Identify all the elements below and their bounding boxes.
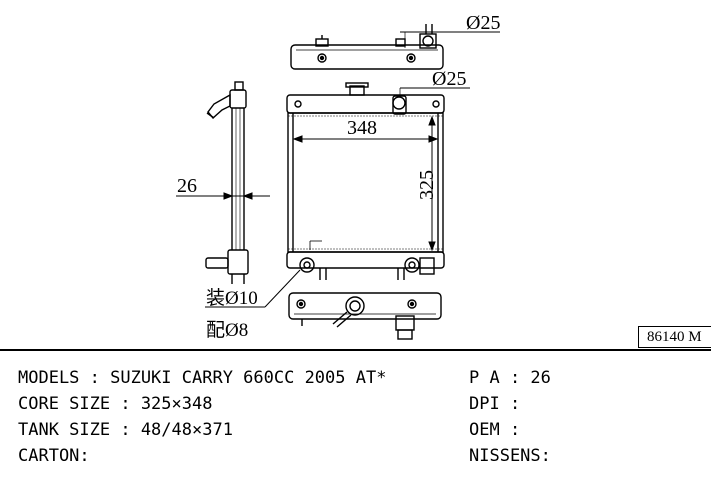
dimension-core-width	[292, 135, 439, 143]
top-tank-view	[290, 24, 444, 70]
side-view	[205, 81, 249, 284]
dimension-mid-inlet	[399, 87, 470, 96]
specification-table: MODELS : SUZUKI CARRY 660CC 2005 AT* COR…	[0, 348, 711, 480]
label-inlet-dia-mid: Ø25	[432, 68, 466, 90]
label-fitting-install: 装Ø10	[206, 287, 258, 309]
label-inlet-dia-top: Ø25	[466, 12, 500, 34]
spec-models: MODELS : SUZUKI CARRY 660CC 2005 AT*	[18, 368, 387, 388]
dimension-top-inlet	[400, 31, 500, 48]
fitting-leaders	[205, 269, 301, 308]
label-side-thickness: 26	[177, 175, 197, 197]
radiator-technical-drawing: Ø25 Ø25 348	[176, 12, 500, 341]
dimension-side-thickness	[176, 192, 270, 200]
spec-dpi: DPI :	[469, 394, 521, 414]
part-number-box: 86140 M	[638, 326, 711, 348]
dimension-core-height	[428, 115, 436, 252]
divider-line	[0, 349, 711, 351]
spec-nissens: NISSENS:	[469, 446, 551, 466]
spec-carton: CARTON:	[18, 446, 90, 466]
label-core-height: 325	[416, 170, 438, 200]
core-leader-marks	[309, 240, 322, 250]
part-number: 86140 M	[647, 329, 702, 345]
spec-tank-size: TANK SIZE : 48/48×371	[18, 420, 233, 440]
spec-core-size: CORE SIZE : 325×348	[18, 394, 213, 414]
spec-pa: P A : 26	[469, 368, 551, 388]
radiator-front-view	[286, 82, 445, 280]
spec-oem: OEM :	[469, 420, 521, 440]
label-fitting-match: 配Ø8	[206, 320, 248, 341]
bottom-tank-view	[288, 292, 442, 340]
label-core-width: 348	[347, 117, 377, 139]
